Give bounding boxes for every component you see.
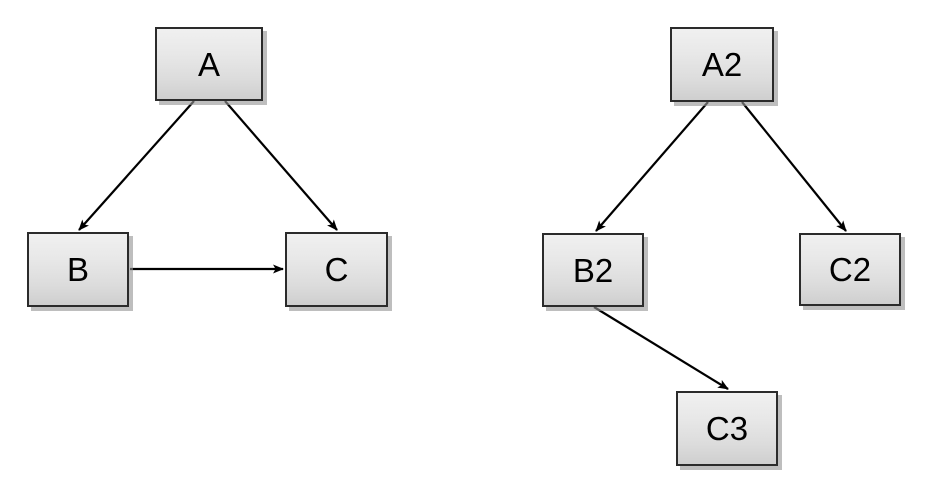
- edge-a-to-b: [78, 100, 195, 231]
- edge-a-to-c: [224, 100, 338, 231]
- node-b2[interactable]: B2: [542, 233, 644, 307]
- node-label-c: C: [324, 251, 349, 288]
- node-label-c3: C3: [705, 410, 749, 447]
- edge-a2-to-b2: [595, 101, 709, 232]
- node-label-a2: A2: [701, 46, 743, 83]
- node-a2[interactable]: A2: [670, 27, 774, 102]
- edge-b2-to-c3: [593, 306, 729, 390]
- node-label-c2: C2: [828, 251, 872, 288]
- node-a[interactable]: A: [155, 27, 263, 101]
- node-c2[interactable]: C2: [799, 233, 901, 306]
- node-label-b: B: [66, 251, 89, 288]
- edge-a2-to-c2: [741, 101, 847, 232]
- node-b[interactable]: B: [27, 232, 129, 307]
- node-label-b2: B2: [572, 251, 614, 289]
- node-c[interactable]: C: [285, 232, 388, 307]
- node-c3[interactable]: C3: [676, 391, 778, 466]
- node-label-a: A: [197, 45, 220, 83]
